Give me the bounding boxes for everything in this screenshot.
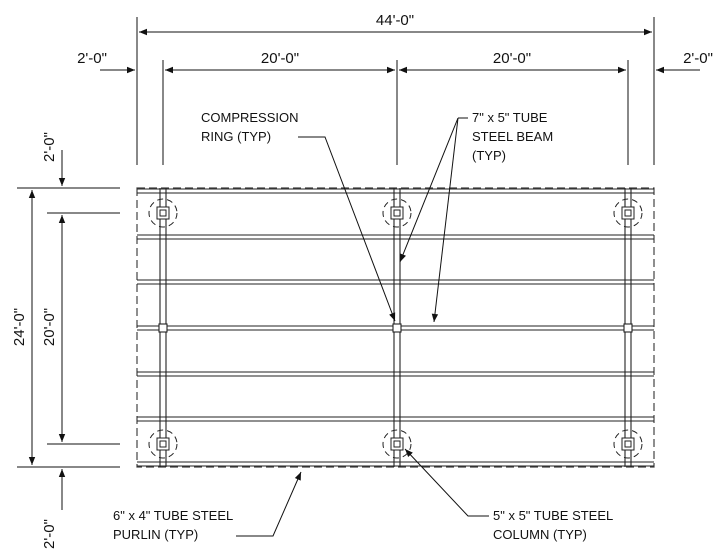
purlin bbox=[137, 371, 654, 377]
purlin bbox=[137, 188, 654, 194]
horizontal-dimensions bbox=[100, 17, 700, 165]
overall-width-label: 44'-0" bbox=[376, 12, 414, 29]
callout-purlin: 6" x 4" TUBE STEEL PURLIN (TYP) bbox=[113, 471, 302, 542]
purlin bbox=[137, 279, 654, 285]
right-overhang-label: 2'-0" bbox=[683, 50, 713, 67]
purlins bbox=[137, 188, 654, 467]
purlin-leader bbox=[236, 471, 302, 537]
steel-beam-note-line3: (TYP) bbox=[472, 148, 506, 163]
column-note-line2: COLUMN (TYP) bbox=[493, 527, 587, 542]
compression-rings bbox=[158, 323, 633, 333]
top-overhang-label: 2'-0" bbox=[41, 132, 58, 162]
column bbox=[148, 198, 178, 228]
purlin bbox=[137, 461, 654, 467]
column bbox=[382, 198, 412, 228]
purlin bbox=[137, 416, 654, 422]
callout-compression-ring: COMPRESSION RING (TYP) bbox=[201, 110, 396, 322]
compression-ring bbox=[158, 323, 168, 333]
callout-column: 5" x 5" TUBE STEEL COLUMN (TYP) bbox=[404, 448, 613, 542]
steel-beam-note-line1: 7" x 5" TUBE bbox=[472, 110, 548, 125]
purlin-note-line2: PURLIN (TYP) bbox=[113, 527, 198, 542]
bay-left-label: 20'-0" bbox=[261, 50, 299, 67]
compression-ring-note-line1: COMPRESSION bbox=[201, 110, 299, 125]
overall-depth-label: 24'-0" bbox=[11, 308, 28, 346]
column-note-line1: 5" x 5" TUBE STEEL bbox=[493, 508, 613, 523]
column bbox=[613, 198, 643, 228]
purlin-note-line1: 6" x 4" TUBE STEEL bbox=[113, 508, 233, 523]
columns bbox=[148, 198, 643, 459]
steel-beam-note-line2: STEEL BEAM bbox=[472, 129, 553, 144]
steel-beam-leader-1 bbox=[399, 117, 459, 263]
compression-ring bbox=[392, 323, 402, 333]
callout-steel-beam: 7" x 5" TUBE STEEL BEAM (TYP) bbox=[399, 110, 553, 323]
compression-ring-leader bbox=[298, 136, 396, 322]
bay-right-label: 20'-0" bbox=[493, 50, 531, 67]
steel-beam-leader-2 bbox=[431, 117, 459, 323]
vertical-dimensions bbox=[17, 150, 120, 510]
compression-ring-note-line2: RING (TYP) bbox=[201, 129, 271, 144]
column-leader bbox=[404, 448, 489, 517]
column bbox=[148, 429, 178, 459]
left-overhang-label: 2'-0" bbox=[77, 50, 107, 67]
column bbox=[382, 429, 412, 459]
purlin bbox=[137, 234, 654, 240]
column bbox=[613, 429, 643, 459]
bottom-overhang-label: 2'-0" bbox=[41, 519, 58, 549]
compression-ring bbox=[623, 323, 633, 333]
inner-depth-label: 20'-0" bbox=[41, 308, 58, 346]
roof-outline bbox=[136, 187, 655, 468]
